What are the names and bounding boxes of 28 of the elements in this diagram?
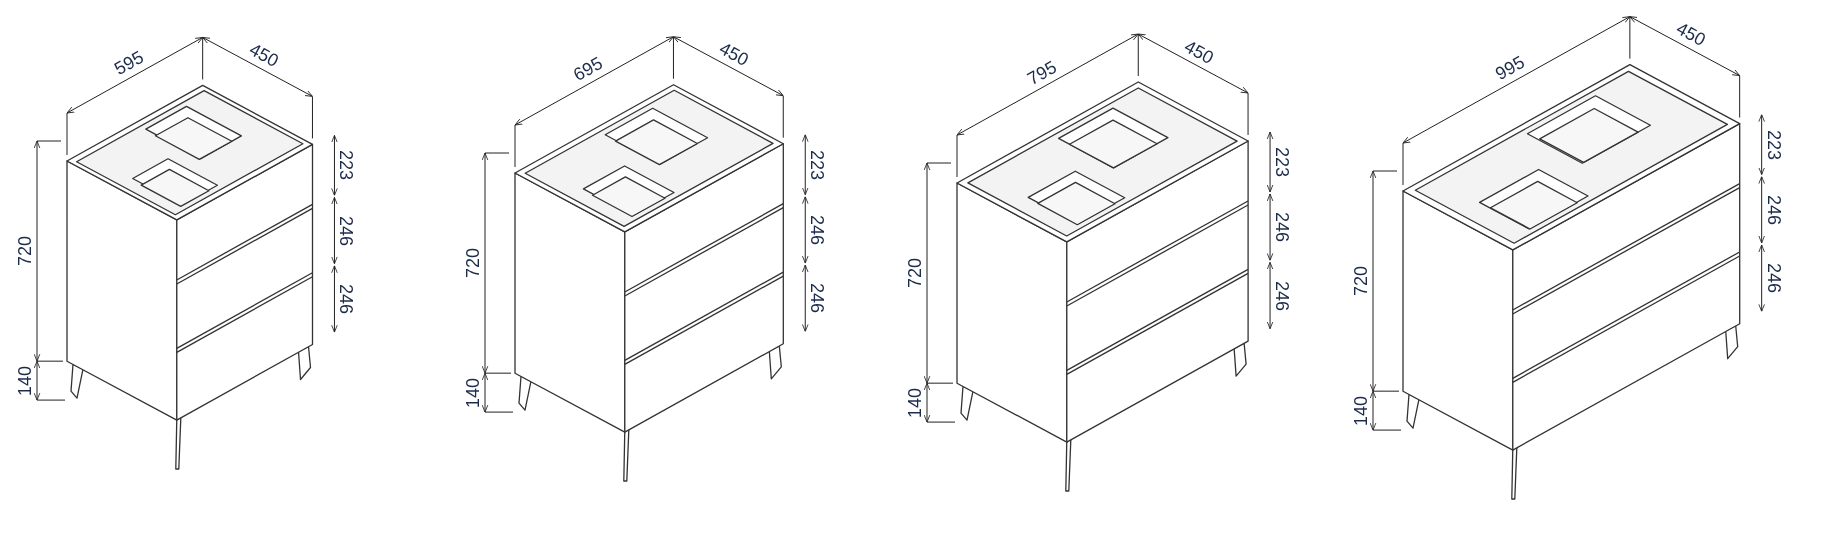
dimension-label: 223 [808, 149, 827, 180]
dimension-label: 140 [906, 387, 924, 418]
dimension-label: 246 [1764, 194, 1783, 225]
dimension-label: 795 [1024, 57, 1060, 88]
dimension-label: 246 [1764, 263, 1783, 294]
dimension-label: 140 [16, 365, 34, 396]
dimension-label: 246 [1273, 280, 1292, 311]
dimension-label: 720 [906, 258, 924, 289]
dimension-label: 246 [337, 283, 356, 314]
dimension-label: 720 [1352, 266, 1370, 297]
dimension-label: 595 [111, 48, 147, 79]
dimension-label: 995 [1492, 52, 1528, 83]
dimension-label: 720 [464, 248, 482, 279]
dimension-label: 223 [1273, 146, 1292, 177]
dimension-label: 140 [1352, 395, 1370, 426]
dimension-label: 140 [464, 377, 482, 408]
dimension-label: 246 [808, 283, 827, 314]
dimension-label: 450 [246, 39, 282, 70]
dimension-label: 246 [808, 214, 827, 245]
dimension-label: 720 [16, 236, 34, 267]
dimension-label: 223 [337, 150, 356, 181]
dimension-label: 695 [570, 53, 606, 85]
dimension-label: 223 [1764, 129, 1783, 160]
dimension-label: 246 [1273, 212, 1292, 243]
dimension-label: 450 [716, 39, 752, 70]
dimension-label: 450 [1181, 36, 1217, 67]
dimension-label: 450 [1673, 19, 1709, 50]
dimension-label: 246 [337, 215, 356, 246]
